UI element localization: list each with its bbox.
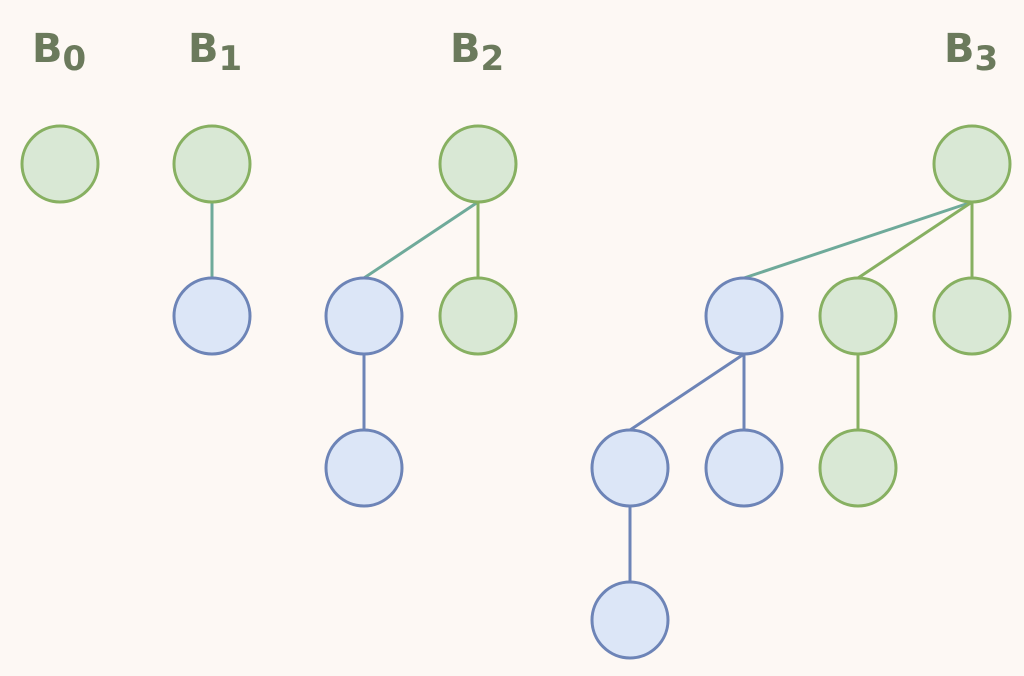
tree-edge [857,200,973,280]
nodes-layer [20,124,1012,660]
blue-tree-node [590,428,670,508]
green-tree-node [932,276,1012,356]
green-tree-node [818,276,898,356]
tree-edge [743,200,973,280]
blue-tree-node [324,428,404,508]
blue-tree-node [590,580,670,660]
green-tree-node [172,124,252,204]
green-tree-node [932,124,1012,204]
blue-tree-node [704,276,784,356]
edges-layer [210,200,974,582]
green-tree-node [818,428,898,508]
tree-edge [629,352,745,432]
blue-tree-node [704,428,784,508]
tree-label-b0: B0 [32,26,86,79]
tree-label-b2: B2 [450,26,504,79]
tree-label-b3: B3 [944,26,998,79]
green-tree-node [20,124,100,204]
green-tree-node [438,276,518,356]
labels-layer: B0 B1 B2 B3 [32,26,998,79]
tree-edge [363,200,479,280]
blue-tree-node [172,276,252,356]
blue-tree-node [324,276,404,356]
tree-label-b1: B1 [188,26,242,79]
green-tree-node [438,124,518,204]
